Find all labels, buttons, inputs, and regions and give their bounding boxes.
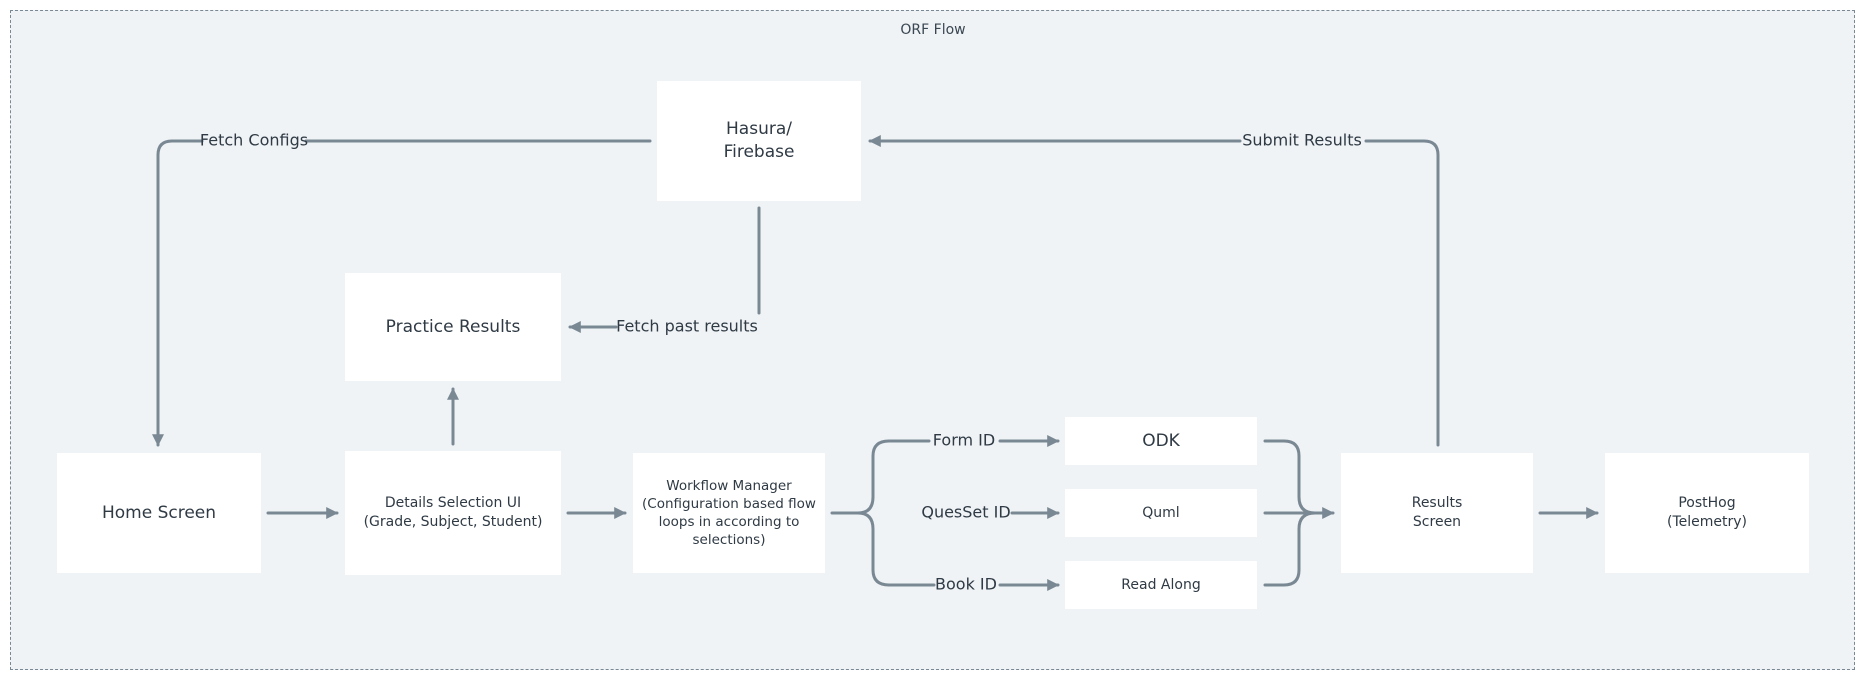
node-read-along-label: Read Along	[1121, 576, 1201, 593]
node-read-along: Read Along	[1065, 561, 1257, 609]
node-practice-results-label: Practice Results	[385, 316, 521, 337]
edge-label-fetch-past-results: Fetch past results	[616, 316, 758, 336]
edge-label-quesset-id: QuesSet ID	[921, 502, 1011, 522]
node-posthog-label: PostHog (Telemetry)	[1667, 495, 1747, 530]
node-odk-label: ODK	[1142, 430, 1180, 451]
edge-submit-results	[1364, 139, 1440, 447]
node-quml: Quml	[1065, 489, 1257, 537]
node-results-screen: Results Screen	[1341, 453, 1533, 573]
node-details-selection-label: Details Selection UI (Grade, Subject, St…	[363, 495, 543, 530]
node-home-screen-label: Home Screen	[101, 502, 217, 523]
node-results-screen-label: Results Screen	[1411, 495, 1463, 530]
group-title: ORF Flow	[900, 22, 966, 38]
node-workflow-manager: Workflow Manager (Configuration based fl…	[633, 453, 825, 573]
node-details-selection: Details Selection UI (Grade, Subject, St…	[345, 451, 561, 575]
node-home-screen: Home Screen	[57, 453, 261, 573]
orf-flow-group	[10, 10, 1855, 670]
edge-label-book-id: Book ID	[935, 574, 997, 594]
edge-merge-top	[1263, 439, 1317, 515]
node-hasura-firebase: Hasura/ Firebase	[657, 81, 861, 201]
node-workflow-manager-label: Workflow Manager (Configuration based fl…	[642, 477, 816, 549]
edge-label-fetch-configs: Fetch Configs	[199, 130, 309, 150]
node-odk: ODK	[1065, 417, 1257, 465]
node-practice-results: Practice Results	[345, 273, 561, 381]
edge-label-form-id: Form ID	[932, 430, 996, 450]
edge-branch-up	[856, 439, 931, 515]
edge-branch-down	[856, 511, 936, 587]
node-posthog: PostHog (Telemetry)	[1605, 453, 1809, 573]
node-quml-label: Quml	[1142, 504, 1180, 521]
edge-label-submit-results: Submit Results	[1242, 130, 1362, 150]
edge-merge-bottom	[1263, 511, 1317, 587]
edge-fetch-configs-tail	[152, 139, 204, 447]
node-hasura-label: Hasura/ Firebase	[723, 119, 795, 162]
